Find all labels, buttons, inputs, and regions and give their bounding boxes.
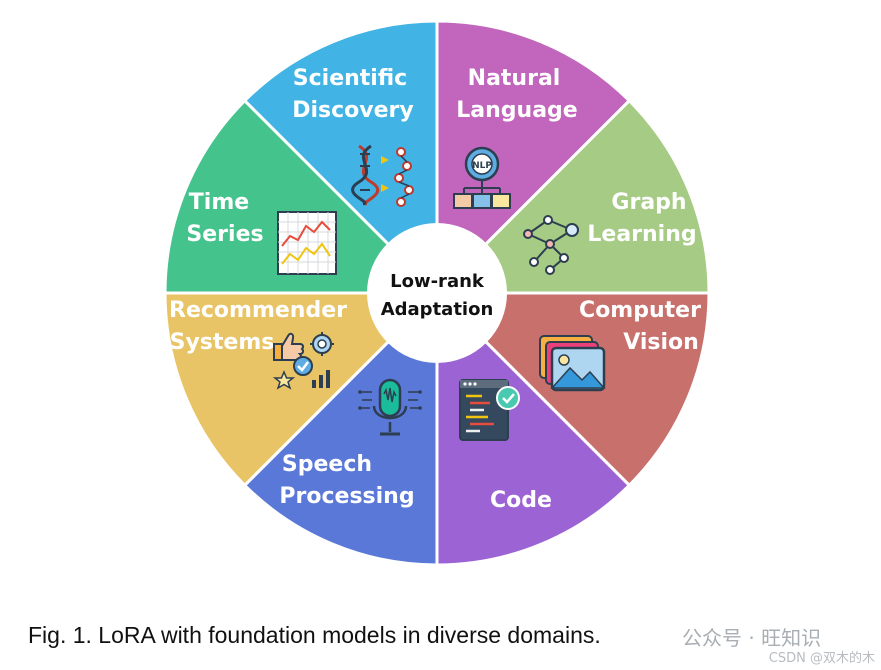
label-recommender-line1: Recommender (169, 298, 347, 323)
segment-recommender-systems (163, 291, 441, 488)
label-time-line1: Time (189, 190, 249, 215)
image-stack-icon (539, 335, 606, 392)
label-natural-line1: Natural (468, 66, 561, 91)
segment-scientific-discovery (242, 19, 439, 297)
segment-code (435, 289, 632, 567)
center-label-line1: Low-rank (390, 271, 485, 292)
label-vision-line1: Computer (579, 298, 701, 323)
code-window-icon (459, 379, 520, 441)
nlp-gear-icon: NLP (453, 146, 511, 209)
figure-caption: Fig. 1. LoRA with foundation models in d… (28, 622, 601, 648)
label-recommender-line2: Systems (170, 330, 275, 355)
label-time-line2: Series (186, 222, 263, 247)
label-natural-line2: Language (456, 98, 577, 123)
label-scientific-line2: Discovery (292, 98, 414, 123)
thumbs-up-gear-icon (272, 332, 334, 390)
line-chart-icon (277, 211, 337, 275)
lora-domain-wheel: Low-rank Adaptation Scientific Discovery… (163, 19, 711, 567)
label-graph-line2: Learning (587, 222, 696, 247)
segment-graph-learning (433, 98, 711, 295)
label-code: Code (490, 488, 552, 513)
svg-text:NLP: NLP (472, 161, 492, 171)
label-speech-line2: Processing (279, 484, 414, 509)
watermark-main: 公众号 · 旺知识 (682, 626, 822, 650)
watermark-sub: CSDN @双木的木 (768, 651, 875, 666)
label-vision-line2: Vision (623, 330, 699, 355)
dna-icon (351, 144, 414, 207)
label-speech-line1: Speech (282, 452, 372, 477)
label-scientific-line1: Scientific (293, 66, 407, 91)
center-label-line2: Adaptation (381, 299, 494, 320)
microphone-icon (358, 378, 422, 436)
graph-network-icon (523, 215, 579, 275)
segment-natural-language (435, 19, 632, 297)
center-circle (367, 223, 507, 363)
segment-time-series (163, 98, 441, 295)
segment-speech-processing (242, 289, 439, 567)
label-graph-line1: Graph (611, 190, 686, 215)
